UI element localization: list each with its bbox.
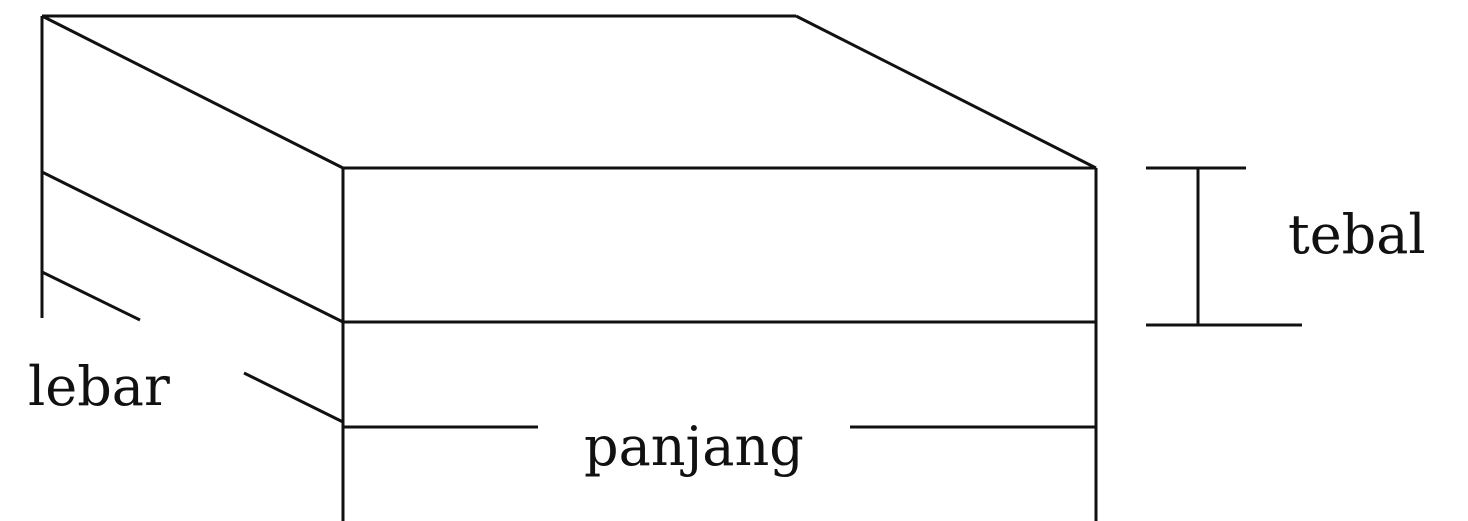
- width-dimension-line-upper: [41, 270, 141, 322]
- top-left-diagonal-edge: [41, 14, 344, 170]
- side-layer-diagonal-line: [41, 170, 344, 324]
- thickness-label: tebal: [1288, 203, 1426, 266]
- width-label: lebar: [28, 355, 170, 418]
- width-dimension-line-lower: [243, 371, 344, 424]
- top-right-diagonal-edge: [795, 14, 1097, 170]
- length-label: panjang: [584, 415, 804, 478]
